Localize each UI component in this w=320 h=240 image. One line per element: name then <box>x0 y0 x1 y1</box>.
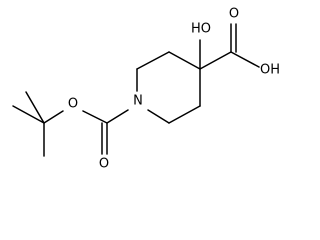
carboxyl-hydroxyl-label: OH <box>260 63 280 78</box>
ester-oxygen-label: O <box>68 97 78 112</box>
carbonyl-oxygen-label: O <box>99 157 109 172</box>
bond-ester-o-tbu <box>43 110 64 124</box>
nitrogen-label: N <box>133 94 143 109</box>
hydroxyl-label: HO <box>191 22 211 37</box>
bond-c6-c5 <box>168 105 201 124</box>
bond-carbonyl-ester-o <box>82 110 108 124</box>
bond-n-carbonyl <box>106 109 129 124</box>
carboxyl-oxygen-label: O <box>229 7 239 22</box>
bond-n-c6 <box>147 109 170 124</box>
bond-c4-c3 <box>168 51 201 70</box>
bond-c4-carboxyl <box>199 51 232 70</box>
bond-c3-c2 <box>136 51 170 70</box>
bond-tbu-methyl-left <box>12 105 45 124</box>
bond-tbu-methyl-up <box>25 91 45 124</box>
bond-carboxyl-c-oh <box>230 51 260 68</box>
molecule-structure: HO O OH N O O <box>12 7 280 172</box>
